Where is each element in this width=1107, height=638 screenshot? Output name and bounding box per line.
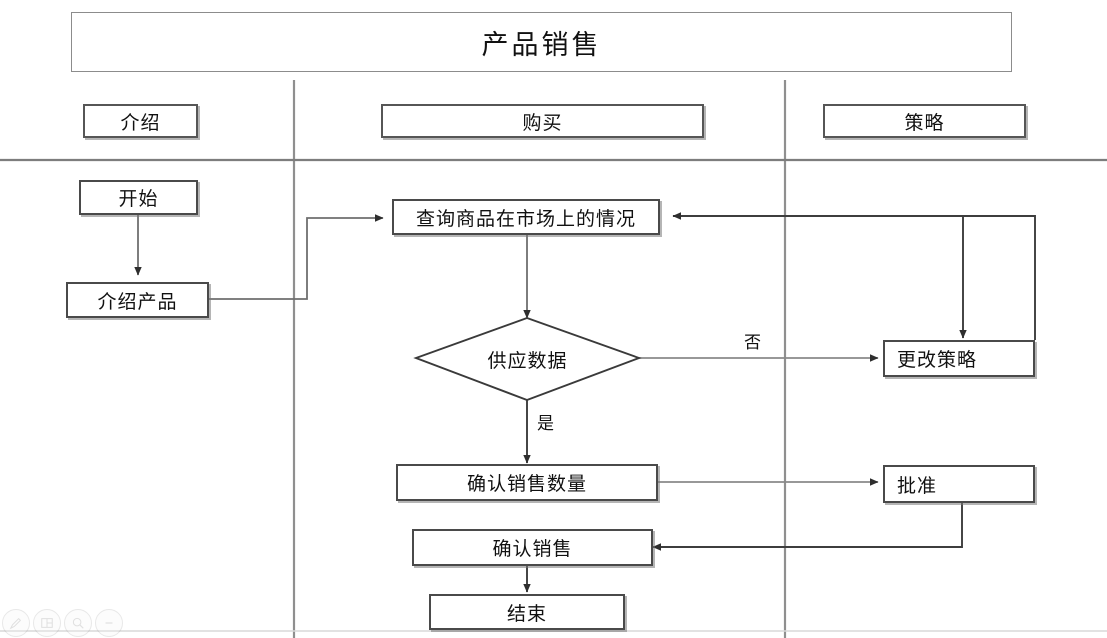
node-introduce-product[interactable]: 介绍产品 [66, 282, 209, 318]
bottom-toolbar[interactable] [0, 608, 123, 638]
node-end[interactable]: 结束 [429, 594, 625, 630]
lane-header-strategy[interactable]: 策略 [823, 104, 1026, 138]
pen-icon[interactable] [2, 609, 30, 637]
node-approve[interactable]: 批准 [883, 465, 1035, 503]
node-change-strategy[interactable]: 更改策略 [883, 340, 1035, 377]
minus-icon[interactable] [95, 609, 123, 637]
swimlane-grid [0, 80, 1107, 638]
edge-label-no: 否 [744, 333, 761, 352]
lane-header-intro[interactable]: 介绍 [83, 104, 198, 138]
supply-decision-shape [413, 316, 642, 402]
edge-change-strategy-to-query [672, 212, 1036, 340]
lane-header-purchase[interactable]: 购买 [381, 104, 704, 138]
node-supply-data[interactable]: 供应数据 [416, 318, 639, 400]
zoom-icon[interactable] [64, 609, 92, 637]
edge-approve-to-confirm-sale [652, 503, 963, 551]
diagram-title-banner: 产品销售 [71, 12, 1012, 72]
layout-icon[interactable] [33, 609, 61, 637]
node-supply-data-label: 供应数据 [487, 350, 568, 372]
edge-label-yes: 是 [537, 414, 554, 433]
edge-introduce-to-query [209, 214, 384, 300]
node-query-market[interactable]: 查询商品在市场上的情况 [392, 199, 660, 235]
node-start[interactable]: 开始 [79, 180, 198, 215]
node-confirm-sale[interactable]: 确认销售 [412, 529, 653, 566]
node-confirm-sales-quantity[interactable]: 确认销售数量 [396, 464, 658, 501]
